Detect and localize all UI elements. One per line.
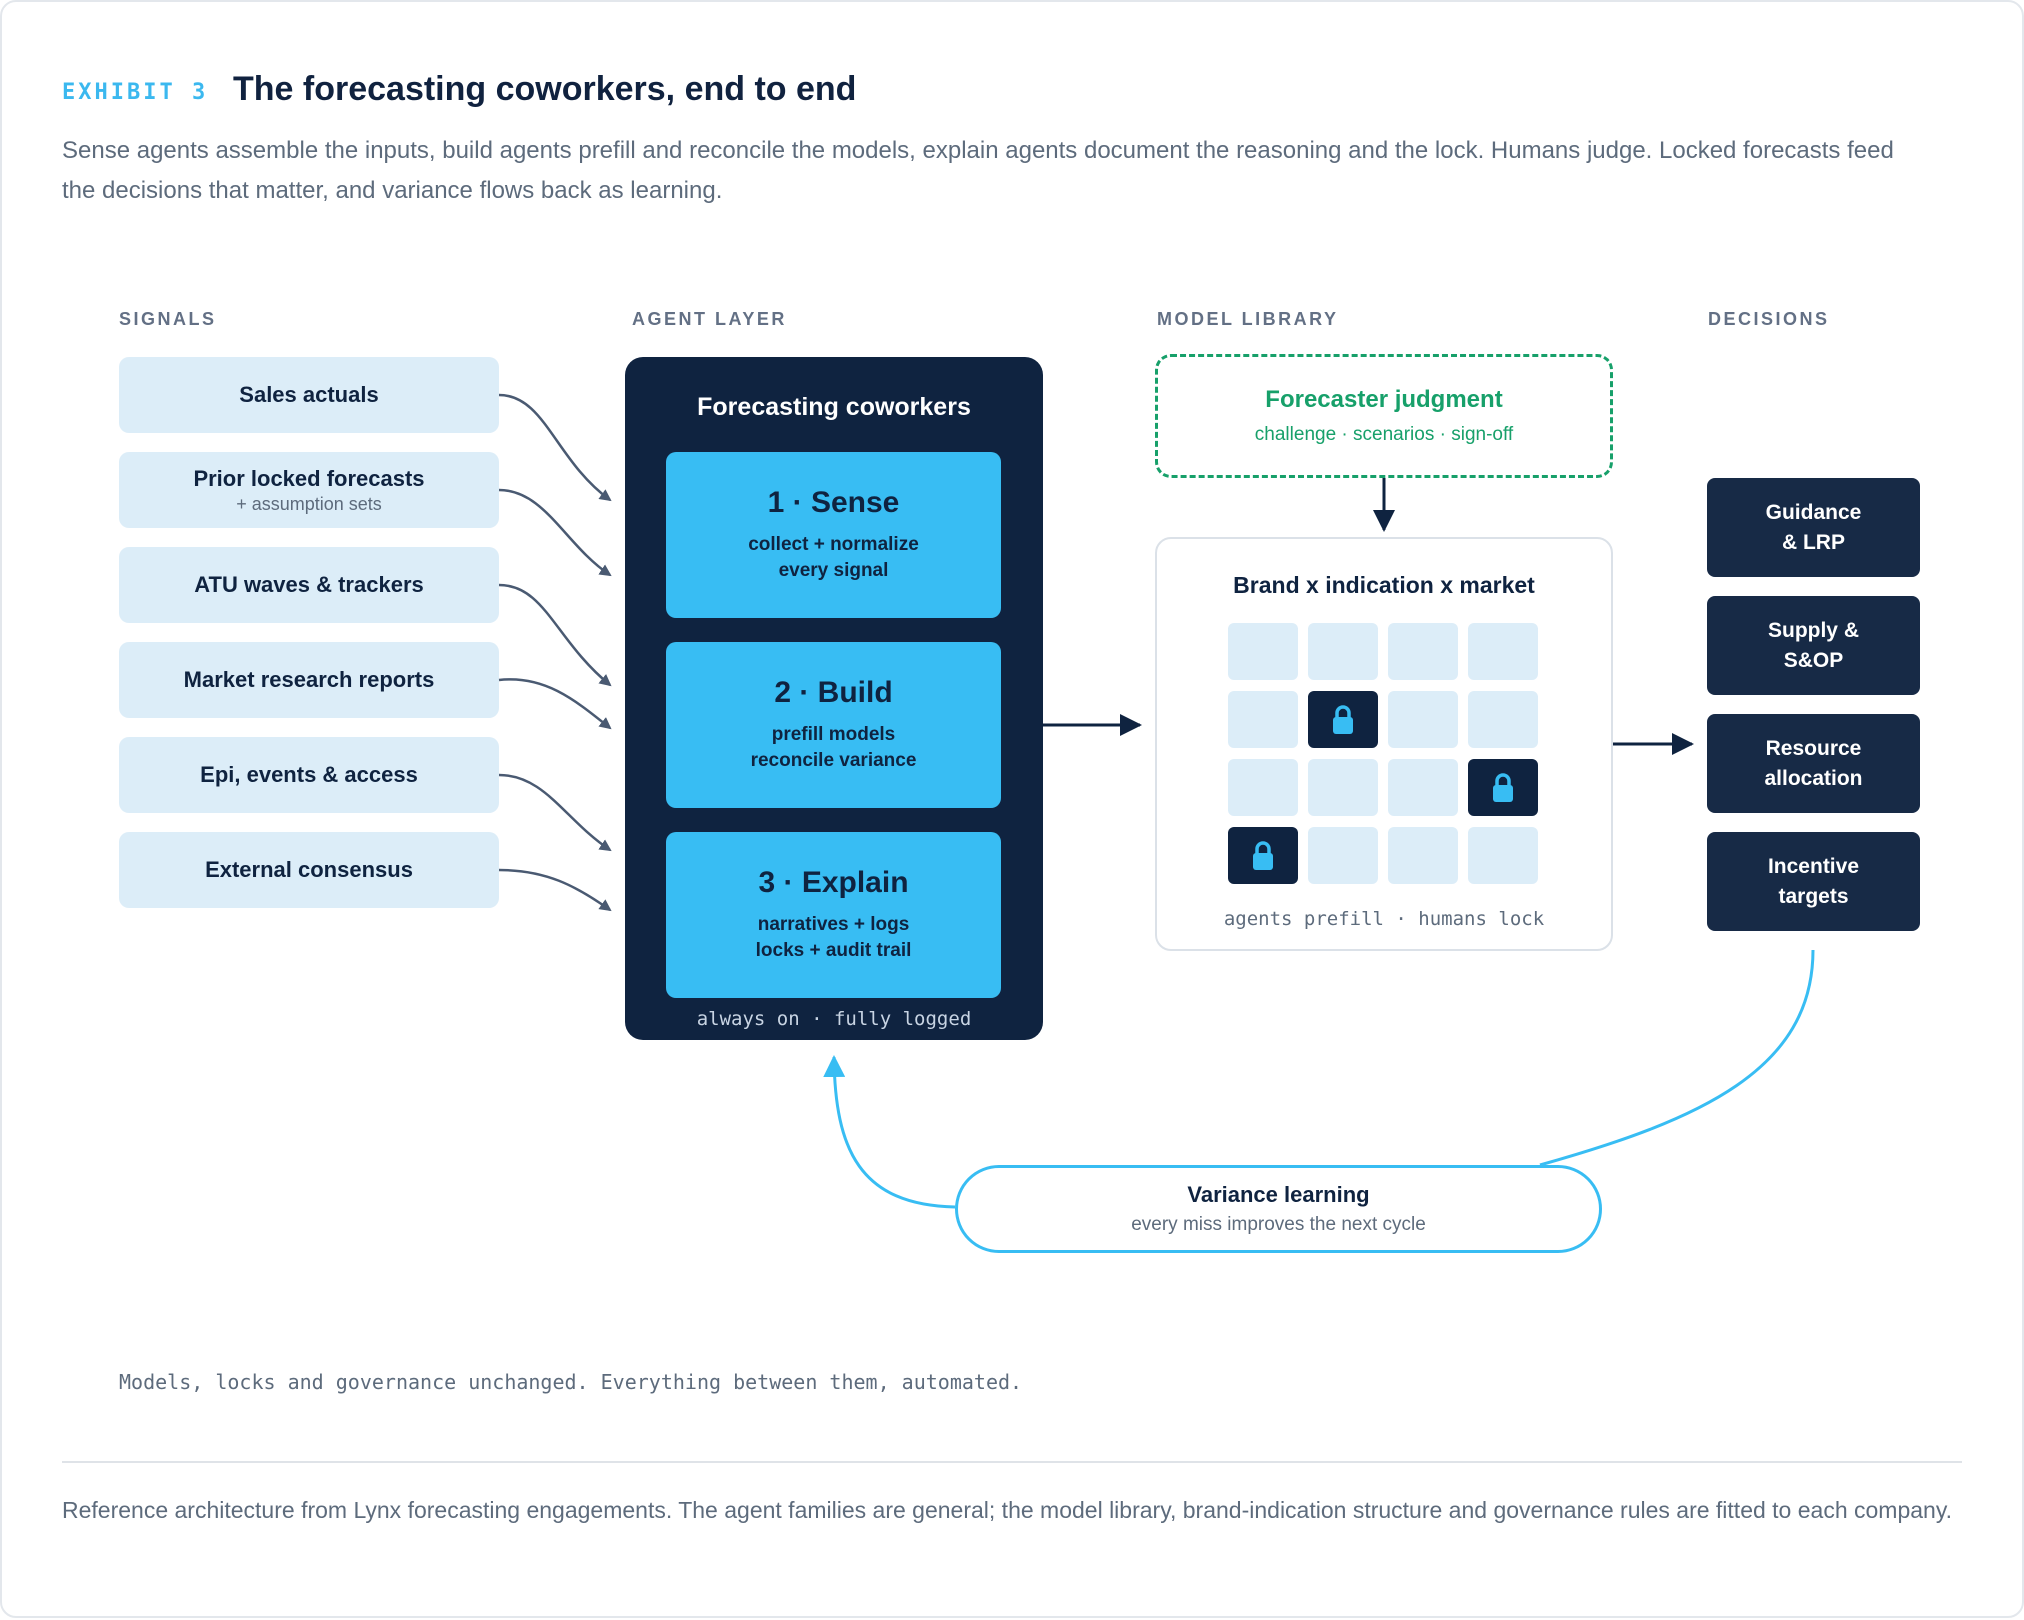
model-cell xyxy=(1388,623,1458,680)
signal-connector xyxy=(498,868,612,912)
locked-model-cell xyxy=(1228,827,1298,884)
signal-sales-actuals: Sales actuals xyxy=(119,357,499,433)
tagline: Models, locks and governance unchanged. … xyxy=(119,1370,1023,1394)
signal-market-research: Market research reports xyxy=(119,642,499,718)
signal-atu-waves: ATU waves & trackers xyxy=(119,547,499,623)
variance-subtitle: every miss improves the next cycle xyxy=(1131,1214,1426,1235)
column-heading-decisions: DECISIONS xyxy=(1708,309,1830,329)
decision-supply-sop: Supply &S&OP xyxy=(1707,596,1920,695)
agent-layer-title: Forecasting coworkers xyxy=(697,393,971,421)
judgment-subtitle: challenge · scenarios · sign-off xyxy=(1254,424,1514,445)
footnote: Reference architecture from Lynx forecas… xyxy=(62,1497,1953,1523)
page-title: The forecasting coworkers, end to end xyxy=(233,70,857,108)
decision-guidance-lrp: Guidance& LRP xyxy=(1707,478,1920,577)
judgment-title: Forecaster judgment xyxy=(1265,386,1503,413)
column-heading-model-library: MODEL LIBRARY xyxy=(1157,309,1339,329)
signal-label: Prior locked forecasts xyxy=(193,465,425,491)
model-library-footer: agents prefill · humans lock xyxy=(1223,908,1545,930)
signal-label: External consensus xyxy=(205,857,413,882)
model-cell xyxy=(1388,827,1458,884)
forecaster-judgment-box: Forecaster judgment challenge · scenario… xyxy=(1155,354,1613,478)
padlock-icon xyxy=(1490,771,1516,805)
model-cell xyxy=(1308,623,1378,680)
signal-connector xyxy=(498,488,612,577)
model-cell xyxy=(1388,691,1458,748)
agent-layer-footer: always on · fully logged xyxy=(696,1008,972,1030)
signal-connector xyxy=(498,393,612,502)
decisions-to-variance-curve xyxy=(1539,949,1815,1167)
padlock-icon xyxy=(1250,839,1276,873)
model-library-title: Brand x indication x market xyxy=(1233,572,1535,598)
signal-label: Market research reports xyxy=(183,667,435,692)
model-library-panel xyxy=(1155,537,1613,951)
exhibit-label: EXHIBIT 3 xyxy=(62,80,209,105)
model-cell xyxy=(1228,623,1298,680)
signal-epi-events-access: Epi, events & access xyxy=(119,737,499,813)
variance-title: Variance learning xyxy=(1187,1182,1370,1207)
model-cell xyxy=(1388,759,1458,816)
model-cell xyxy=(1228,759,1298,816)
variance-to-agent-arrow xyxy=(823,1055,956,1209)
padlock-icon xyxy=(1330,703,1356,737)
model-cell xyxy=(1468,623,1538,680)
page-subtitle: Sense agents assemble the inputs, build … xyxy=(62,137,1894,204)
model-cell xyxy=(1468,691,1538,748)
divider xyxy=(62,1461,1962,1463)
variance-learning-pill: Variance learning every miss improves th… xyxy=(955,1165,1602,1253)
step-title: 2 · Build xyxy=(774,676,893,709)
signal-label: ATU waves & trackers xyxy=(194,572,424,597)
signal-label: Epi, events & access xyxy=(200,762,418,787)
step-title: 3 · Explain xyxy=(758,866,909,899)
signal-sublabel: + assumption sets xyxy=(236,493,382,514)
column-heading-signals: SIGNALS xyxy=(119,309,217,329)
model-cell xyxy=(1308,827,1378,884)
model-cell xyxy=(1468,827,1538,884)
signal-connector xyxy=(498,583,612,687)
locked-model-cell xyxy=(1468,759,1538,816)
signal-connector xyxy=(498,678,612,730)
step-title: 1 · Sense xyxy=(767,486,900,519)
locked-model-cell xyxy=(1308,691,1378,748)
column-heading-agent-layer: AGENT LAYER xyxy=(632,309,787,329)
model-cell xyxy=(1228,691,1298,748)
signal-label: Sales actuals xyxy=(239,382,379,407)
model-cell xyxy=(1308,759,1378,816)
signal-connector xyxy=(498,773,612,852)
signal-external-consensus: External consensus xyxy=(119,832,499,908)
signal-prior-locked-forecasts: Prior locked forecasts + assumption sets xyxy=(119,452,499,528)
